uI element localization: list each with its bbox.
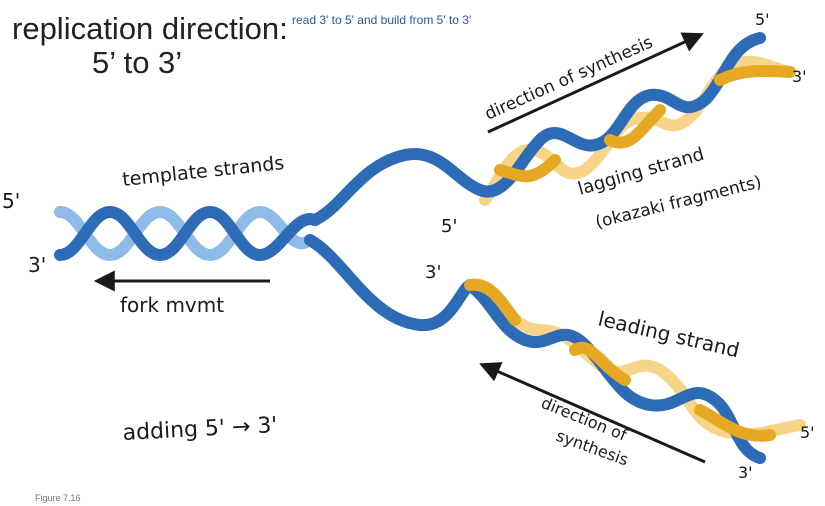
fork-junction	[304, 148, 486, 332]
label-top-5: 5'	[755, 10, 770, 29]
upper-new-strand-front	[494, 64, 796, 183]
label-adding: adding 5' → 3'	[122, 413, 278, 446]
label-leading-strand: leading strand	[596, 306, 742, 362]
label-left-3: 3'	[28, 253, 46, 277]
label-template-strands: template strands	[121, 152, 285, 191]
title-line-1: replication direction:	[12, 11, 288, 46]
label-fork-movement: fork mvmt	[120, 293, 224, 317]
bottom-synthesis-arrow	[479, 362, 706, 464]
figure-caption: Figure 7.16	[35, 493, 81, 503]
label-left-5: 5'	[2, 189, 20, 213]
label-bottom-5: 5'	[800, 423, 815, 442]
top-synthesis-arrow	[487, 32, 704, 134]
lower-new-strand-front	[464, 278, 776, 442]
label-top-left-5: 5'	[441, 216, 457, 237]
title-line-2: 5’ to 3’	[92, 45, 183, 80]
upper-template-strand	[474, 32, 766, 198]
parental-front-strand	[54, 205, 321, 262]
upper-daughter-helix	[474, 32, 796, 206]
fork-lower-strand	[304, 234, 476, 332]
parental-helix	[54, 205, 321, 262]
lower-template-strand	[464, 279, 766, 464]
label-bottom-3: 3'	[738, 463, 753, 482]
fork-upper-strand	[309, 148, 486, 226]
lower-new-strand-back	[469, 284, 806, 441]
reading-note: read 3' to 5' and build from 5' to 3'	[292, 13, 472, 27]
label-top-3: 3'	[792, 67, 807, 86]
label-bottom-left-3: 3'	[425, 262, 441, 283]
lower-daughter-helix	[464, 278, 806, 464]
